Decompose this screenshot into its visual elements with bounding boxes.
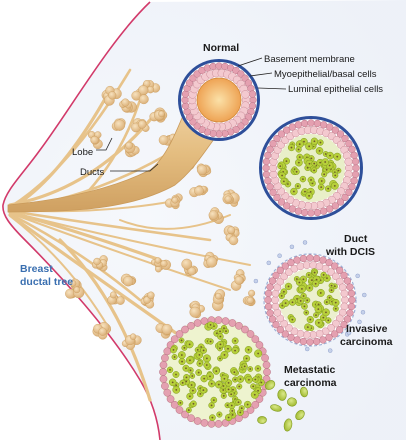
- lobule: [107, 291, 125, 305]
- metastatic-cell: [295, 409, 305, 421]
- label-breast: Breast: [20, 263, 53, 275]
- ductal-tree: [8, 68, 251, 402]
- normal-duct-cross-section: [178, 59, 260, 141]
- lobule: [119, 98, 137, 113]
- lobule: [140, 291, 155, 309]
- duct-branch: [9, 215, 111, 331]
- lobule: [65, 278, 85, 299]
- metastatic-cell: [264, 380, 276, 390]
- lobule: [111, 118, 126, 131]
- metastatic-cell: [287, 397, 297, 407]
- label-ducts: Ducts: [80, 167, 105, 178]
- tumor-cells: [277, 137, 342, 200]
- invading-cell: [305, 346, 310, 352]
- duct-branch: [9, 212, 231, 291]
- label-invasive-2: carcinoma: [340, 336, 393, 348]
- lobule: [203, 251, 219, 268]
- invading-cell: [253, 278, 259, 284]
- invading-cell: [357, 319, 362, 325]
- invasive-carcinoma-cross-section: [253, 240, 367, 353]
- invading-cell: [266, 260, 271, 266]
- lobule: [212, 289, 226, 311]
- label-metastatic-2: carcinoma: [284, 377, 337, 389]
- myoepithelial-layer: [181, 62, 257, 138]
- dcis-duct-cross-section: [259, 116, 363, 220]
- metastatic-cell: [257, 416, 267, 424]
- invading-cell: [360, 310, 366, 315]
- lobule: [208, 207, 224, 224]
- metastatic-cell: [283, 418, 293, 432]
- lobule: [155, 323, 173, 339]
- lobule: [120, 273, 137, 287]
- metastatic-cell: [300, 386, 308, 398]
- tumor-cells: [166, 321, 265, 422]
- duct-branch: [78, 98, 142, 202]
- myoepithelial-layer: [159, 316, 271, 428]
- lobule: [222, 189, 240, 207]
- label-dcis-1: Duct: [344, 233, 368, 245]
- lobule: [92, 255, 108, 272]
- invading-cell: [277, 253, 282, 258]
- lobule: [189, 300, 205, 319]
- duct-branch: [8, 213, 202, 352]
- lobule: [92, 321, 111, 340]
- lobule: [101, 85, 122, 106]
- lobule: [121, 333, 142, 350]
- metastatic-cell: [270, 404, 282, 412]
- lobule: [131, 118, 150, 133]
- invading-cell: [289, 244, 295, 250]
- invading-cell: [346, 330, 352, 335]
- label-ductal-tree: ductal tree: [20, 276, 73, 288]
- duct-branch: [8, 212, 142, 302]
- invading-cell: [328, 348, 333, 353]
- lobule: [189, 185, 209, 198]
- lobule: [87, 131, 103, 150]
- lobule: [230, 269, 246, 291]
- metastatic-cell: [277, 389, 287, 401]
- label-myoepithelial-cells: Myoepithelial/basal cells: [274, 69, 377, 80]
- duct-branch: [8, 209, 212, 242]
- label-invasive-1: Invasive: [346, 323, 388, 335]
- tumor-cells: [278, 268, 340, 332]
- leader-lines: [96, 57, 287, 172]
- duct-lumen: [196, 77, 242, 123]
- myoepithelial-layer: [262, 119, 360, 217]
- lobule: [223, 225, 240, 246]
- label-lobe: Lobe: [72, 147, 93, 158]
- duct-branch: [58, 238, 152, 402]
- invading-cell: [355, 273, 360, 279]
- label-basement-membrane: Basement membrane: [264, 54, 355, 65]
- lobule: [150, 257, 172, 273]
- invading-cell: [302, 240, 308, 245]
- lobule: [131, 85, 149, 105]
- lobule: [164, 193, 183, 210]
- luminal-layer: [271, 261, 349, 339]
- label-luminal-cells: Luminal epithelial cells: [288, 84, 383, 95]
- label-metastatic-1: Metastatic: [284, 364, 336, 376]
- lobule: [149, 107, 168, 123]
- metastatic-carcinoma-cross-section: [159, 316, 308, 432]
- lobule: [196, 163, 212, 178]
- label-dcis-2: with DCIS: [325, 246, 375, 258]
- invading-cell: [362, 292, 367, 298]
- label-normal: Normal: [203, 42, 239, 54]
- lobule: [242, 289, 256, 307]
- lobule: [181, 258, 198, 277]
- myoepithelial-layer: [264, 254, 356, 346]
- luminal-layer: [187, 68, 251, 132]
- lobule: [124, 141, 140, 158]
- duct-branch: [8, 118, 152, 207]
- luminal-layer: [268, 126, 354, 210]
